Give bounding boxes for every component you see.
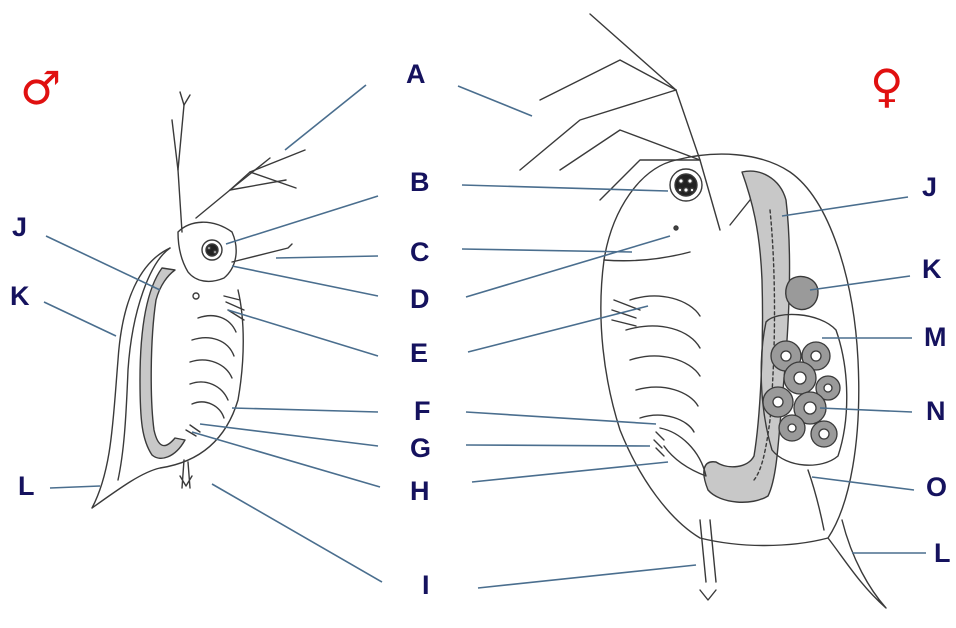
label-f: F — [414, 396, 431, 426]
leader-line-i-male — [212, 484, 382, 582]
label-n: N — [926, 396, 946, 426]
leader-line-g-female — [466, 445, 650, 446]
label-l-male: L — [18, 471, 35, 501]
leader-line-c-male — [276, 256, 378, 258]
label-e: E — [410, 338, 428, 368]
female-symbol: ♀ — [870, 59, 904, 113]
label-k-female: K — [922, 254, 942, 284]
leader-line-k-male — [44, 302, 116, 336]
leader-line-b-male — [226, 196, 378, 244]
label-l-female: L — [934, 538, 951, 568]
leader-line-e-male — [228, 310, 378, 356]
leader-line-j-female — [782, 197, 908, 216]
label-m: M — [924, 322, 947, 352]
leader-line-d-male — [232, 266, 378, 296]
label-g: G — [410, 433, 431, 463]
leader-line-h-female — [472, 462, 668, 482]
leader-line-f-male — [232, 408, 378, 412]
male-symbol: ♂ — [20, 61, 61, 115]
female-daphnia-drawing — [520, 14, 886, 608]
label-i: I — [422, 570, 430, 600]
leader-line-h-male — [192, 432, 380, 487]
leader-line-a-female — [458, 86, 532, 116]
label-d: D — [410, 284, 430, 314]
leader-line-o — [812, 477, 914, 490]
leader-line-n — [820, 408, 912, 412]
leader-line-l-male — [50, 486, 100, 488]
male-daphnia-drawing — [92, 92, 305, 508]
leader-line-b-female — [462, 185, 668, 191]
label-h: H — [410, 476, 430, 506]
label-c: C — [410, 237, 430, 267]
leader-line-k-female — [810, 276, 910, 290]
label-b: B — [410, 167, 430, 197]
leader-line-a-male — [285, 85, 366, 150]
leader-line-i-female — [478, 565, 696, 588]
label-j-female: J — [922, 172, 937, 202]
label-a: A — [406, 59, 426, 89]
label-k-male: K — [10, 281, 30, 311]
label-j-male: J — [12, 212, 27, 242]
leader-line-d-female — [466, 236, 670, 297]
leader-line-f-female — [466, 412, 656, 424]
leader-line-j-male — [46, 236, 160, 290]
label-o: O — [926, 472, 947, 502]
leader-line-e-female — [468, 306, 648, 352]
